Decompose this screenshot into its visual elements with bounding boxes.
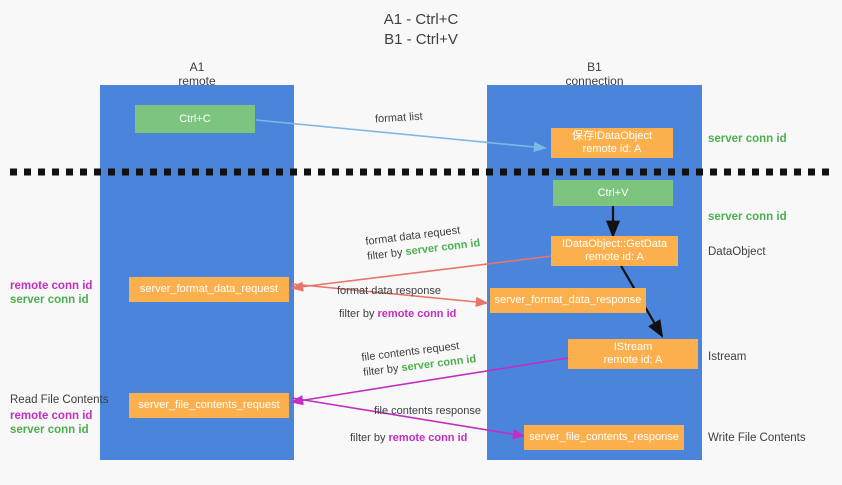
edge-label-file-contents-request: file contents request filter by server c… [361,337,478,381]
title-line-2: B1 - Ctrl+V [384,31,458,48]
column-b1-sub: connection [565,74,624,88]
edge-label-format-data-response-title: format data response [337,285,441,297]
node-save-dataobject-line2: remote id: A [582,143,642,155]
label-server-conn-id-upper: server conn id [10,294,89,306]
edge-label-file-contents-response: file contents response filter by remote … [350,404,481,446]
node-ctrl-v-label: Ctrl+V [597,186,629,199]
node-ctrl-c-label: Ctrl+C [179,112,211,125]
column-a1-sub: remote [178,74,216,88]
node-getdata-line2: remote id: A [585,251,644,263]
edge-label-format-data-response-filter: filter by remote conn id [339,307,456,322]
node-ctrl-v[interactable]: Ctrl+V [553,180,673,206]
filter-prefix: filter by [362,362,403,379]
column-header-b1: B1 connection [487,60,702,88]
filter-prefix: filter by [350,432,389,444]
label-server-conn-id-lower: server conn id [10,424,89,436]
node-server-format-data-response-label: server_format_data_response [494,294,642,306]
edge-label-file-contents-response-title: file contents response [374,405,482,417]
node-server-file-contents-request-label: server_file_contents_request [138,399,280,411]
edge-label-format-list-text: format list [374,110,423,126]
node-istream-line1: IStream [613,341,653,353]
node-getdata[interactable]: IDataObject::GetData remote id: A [551,236,678,266]
label-dataobject: DataObject [708,246,766,258]
node-server-format-data-response[interactable]: server_format_data_response [490,288,646,313]
node-server-file-contents-response-label: server_file_contents_response [529,431,679,443]
label-read-file-contents: Read File Contents [10,394,109,406]
filter-prefix: filter by [366,246,407,263]
edge-label-format-data-request: format data request filter by server con… [365,221,482,265]
node-save-dataobject[interactable]: 保存IDataObject remote id: A [551,128,673,158]
label-remote-conn-id-lower: remote conn id [10,410,93,422]
node-ctrl-c[interactable]: Ctrl+C [135,105,255,133]
node-server-format-data-request-label: server_format_data_request [139,283,279,295]
title-line-1: A1 - Ctrl+C [383,11,459,28]
page-title: A1 - Ctrl+C B1 - Ctrl+V [0,10,842,50]
node-save-dataobject-line1: 保存IDataObject [571,130,653,142]
column-header-a1: A1 remote [100,60,294,88]
label-write-file-contents: Write File Contents [708,432,806,444]
edge-label-format-data-response: format data response filter by remote co… [337,284,456,322]
filter-prefix: filter by [339,308,378,320]
node-istream-line2: remote id: A [603,354,663,366]
column-a1-name: A1 [189,60,205,74]
edge-label-format-list: format list [375,110,424,128]
label-server-conn-id-top: server conn id [708,133,787,145]
label-server-conn-id-second: server conn id [708,211,787,223]
node-server-file-contents-response[interactable]: server_file_contents_response [524,425,684,450]
node-getdata-line1: IDataObject::GetData [561,238,668,250]
node-istream[interactable]: IStream remote id: A [568,339,698,369]
node-server-file-contents-request[interactable]: server_file_contents_request [129,393,289,418]
node-server-format-data-request[interactable]: server_format_data_request [129,277,289,302]
filter-value-remote-conn-id: remote conn id [388,432,468,444]
label-istream: Istream [708,351,747,363]
column-b1-name: B1 [587,60,602,74]
filter-value-remote-conn-id: remote conn id [377,308,457,320]
label-remote-conn-id-upper: remote conn id [10,280,93,292]
edge-label-file-contents-response-filter: filter by remote conn id [350,431,481,446]
